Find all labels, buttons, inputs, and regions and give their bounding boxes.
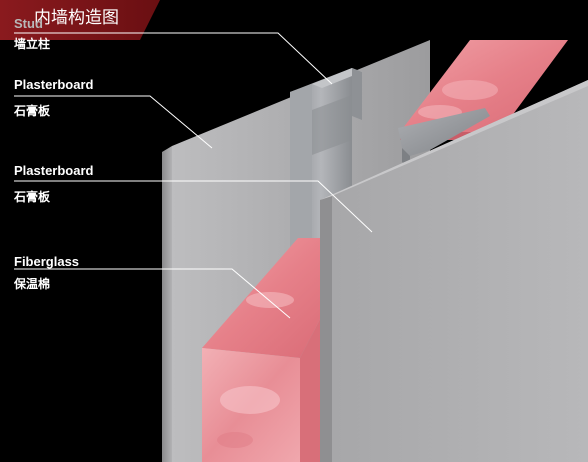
plasterboard-back-label-en: Plasterboard (14, 77, 94, 92)
title-banner (0, 0, 160, 40)
fiberglass-label-zh: 保温棉 (14, 277, 51, 291)
plasterboard-front-label-en: Plasterboard (14, 163, 94, 178)
plasterboard-front-label-zh: 石膏板 (14, 190, 51, 204)
fiberglass-label-en: Fiberglass (14, 254, 80, 269)
plasterboard-front-leader-line (14, 180, 373, 233)
plasterboard-back-leader-line (14, 95, 213, 149)
plasterboard-back-label-zh: 石膏板 (14, 104, 51, 118)
stud-leader-line (14, 32, 333, 85)
stud-label-en: Stud (14, 16, 43, 31)
fiberglass-leader-line (14, 268, 291, 319)
front-plasterboard (320, 80, 588, 462)
page-title: 内墙构造图 (34, 8, 119, 28)
stud-label-zh: 墙立柱 (14, 37, 51, 51)
leader-lines (14, 32, 373, 319)
